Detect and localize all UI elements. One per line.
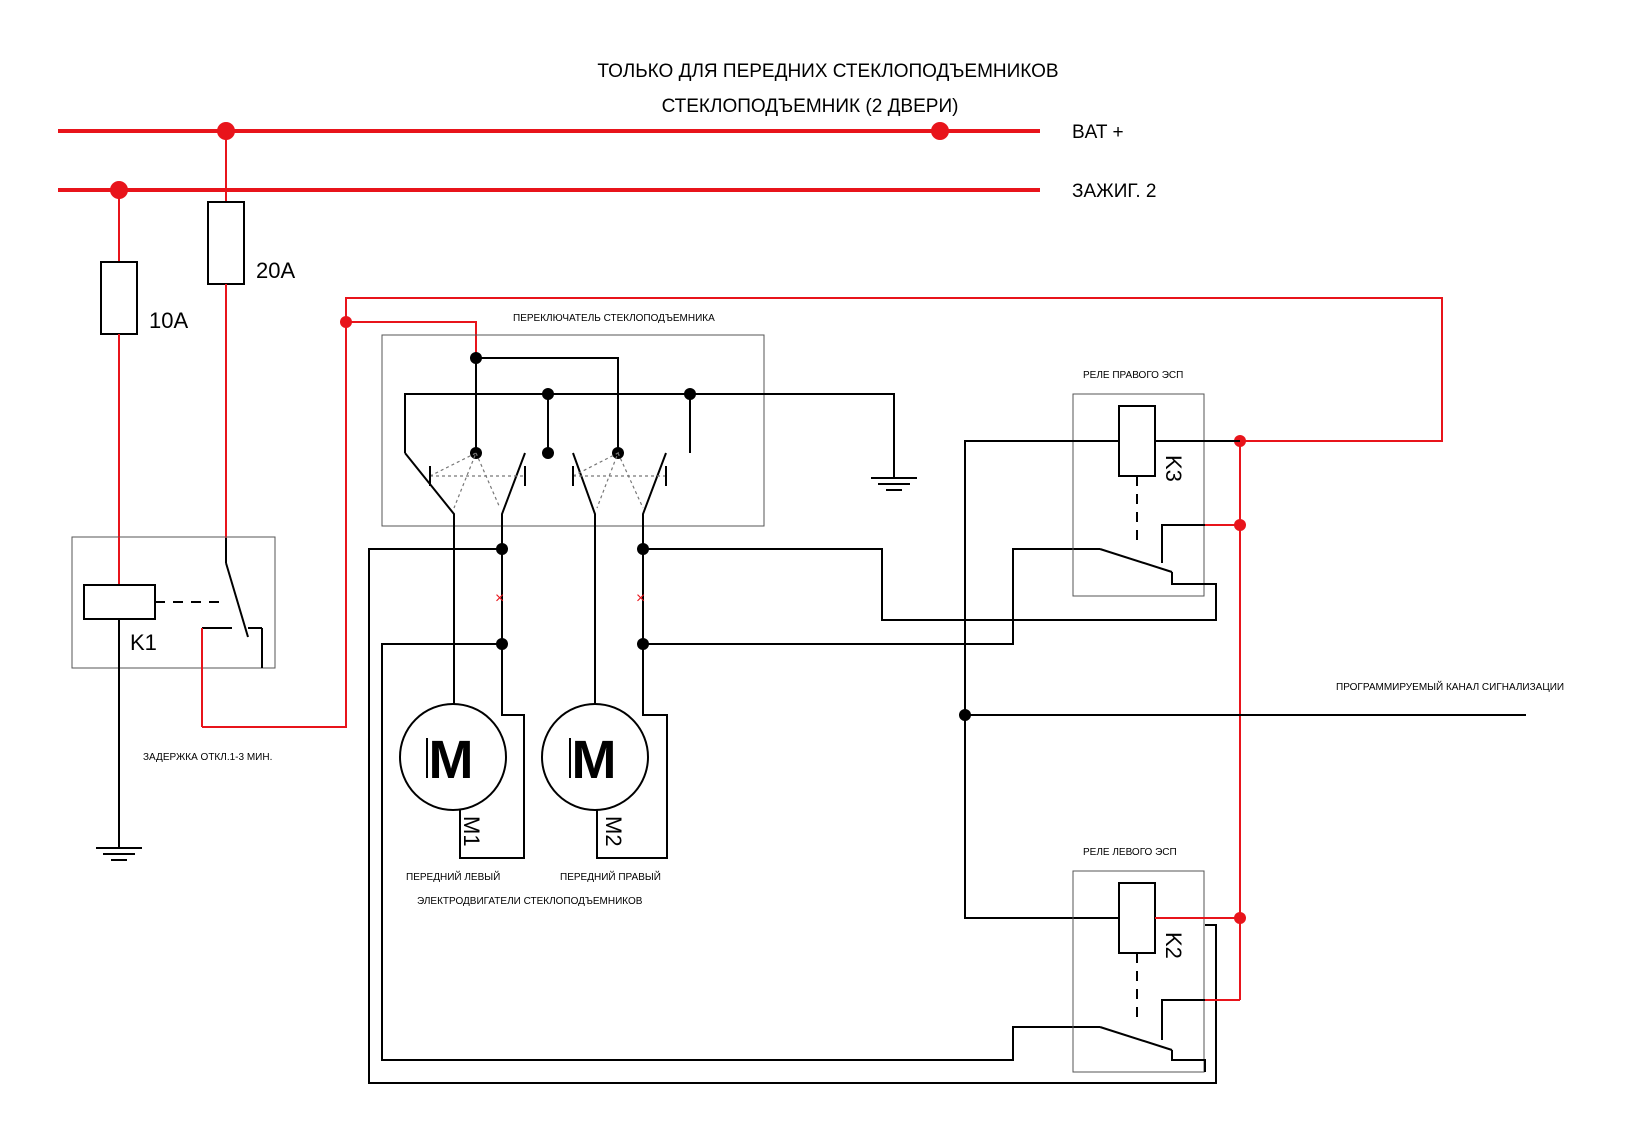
k2-contact-blade [1099,1026,1173,1051]
motor-m1-symbol: M [429,730,474,790]
switch-feed-wire [346,321,477,358]
switch-left-blade-2 [501,452,526,550]
cut-mark-m2: × [636,590,645,607]
motor-m2-label: M2 [601,816,626,847]
alarm-channel-junction [959,709,971,721]
relay-k2-coil [1118,882,1156,954]
relay-k1-label: K1 [130,630,157,655]
m2-lead-right [596,550,668,859]
switch-pivot-feed-right [476,357,619,453]
k2-contact-nc [1171,1050,1206,1072]
k1-output-wire [202,322,347,728]
relay-k2-housing [1072,870,1205,1073]
switch-left-blade-1 [404,452,455,550]
fuse-10a [100,261,138,335]
alarm-channel-label: ПРОГРАММИРУЕМЫЙ КАНАЛ СИГНАЛИЗАЦИИ [1336,680,1564,693]
window-switch-housing [381,334,765,527]
bat-junction-dot-right [931,122,949,140]
m2-inner-loop-to-k3 [643,548,1100,645]
k1-contact-blade [225,562,249,638]
relay-k2-title: РЕЛЕ ЛЕВОГО ЭСП [1083,847,1177,858]
motor-m2-symbol: M [572,730,617,790]
relay-k1-housing [71,536,276,669]
motor-m2-caption: ПЕРЕДНИЙ ПРАВЫЙ [560,870,661,883]
cut-mark-m1: × [495,590,504,607]
k3-contact-blade [1099,548,1173,573]
k1-output-junction [340,316,352,328]
relay-k3-title: РЕЛЕ ПРАВОГО ЭСП [1083,370,1183,381]
title-line-2: СТЕКЛОПОДЪЕМНИК (2 ДВЕРИ) [662,96,959,117]
motors-group-caption: ЭЛЕКТРОДВИГАТЕЛИ СТЕКЛОПОДЪЕМНИКОВ [417,896,643,907]
switch-ground-rail [404,393,895,478]
relay-k2-label: K2 [1161,932,1186,959]
switch-right-blade-1 [572,452,596,550]
title-line-1: ТОЛЬКО ДЛЯ ПЕРЕДНИХ СТЕКЛОПОДЪЕМНИКОВ [597,61,1058,82]
relay-k1-coil [83,584,156,620]
k3-contact-no [1161,524,1240,563]
m2-outer-loop-to-k3 [643,548,1217,621]
k3-contact-nc [1171,572,1205,585]
motor-m2 [541,703,649,811]
relay-k3-coil [1118,405,1156,477]
fuse-20a [207,201,245,285]
bat-bus-label: BAT + [1072,122,1124,143]
relay-k1-note: ЗАДЕРЖКА ОТКЛ.1-3 МИН. [143,752,272,763]
m1-outer-loop-to-k2 [368,548,1217,1084]
relay-k3-label: K3 [1161,455,1186,482]
relay-feed-bus-top [345,297,1443,442]
window-switch-title: ПЕРЕКЛЮЧАТЕЛЬ СТЕКЛОПОДЪЕМНИКА [513,313,715,324]
k2-contact-no [1161,999,1205,1040]
motor-m1 [399,703,507,811]
motor-m1-caption: ПЕРЕДНИЙ ЛЕВЫЙ [406,870,500,883]
m1-lead-right [459,550,525,859]
motor-m1-label: M1 [459,816,484,847]
fuse-20a-label: 20A [256,258,295,283]
m1-inner-loop-to-k2 [381,643,1100,1061]
relay-k3-housing [1072,393,1205,597]
ignition-bus-label: ЗАЖИГ. 2 [1072,181,1156,202]
switch-right-blade-2 [642,452,667,550]
fuse-10a-label: 10A [149,308,188,333]
relay-coils-ground-loop [964,440,1119,919]
